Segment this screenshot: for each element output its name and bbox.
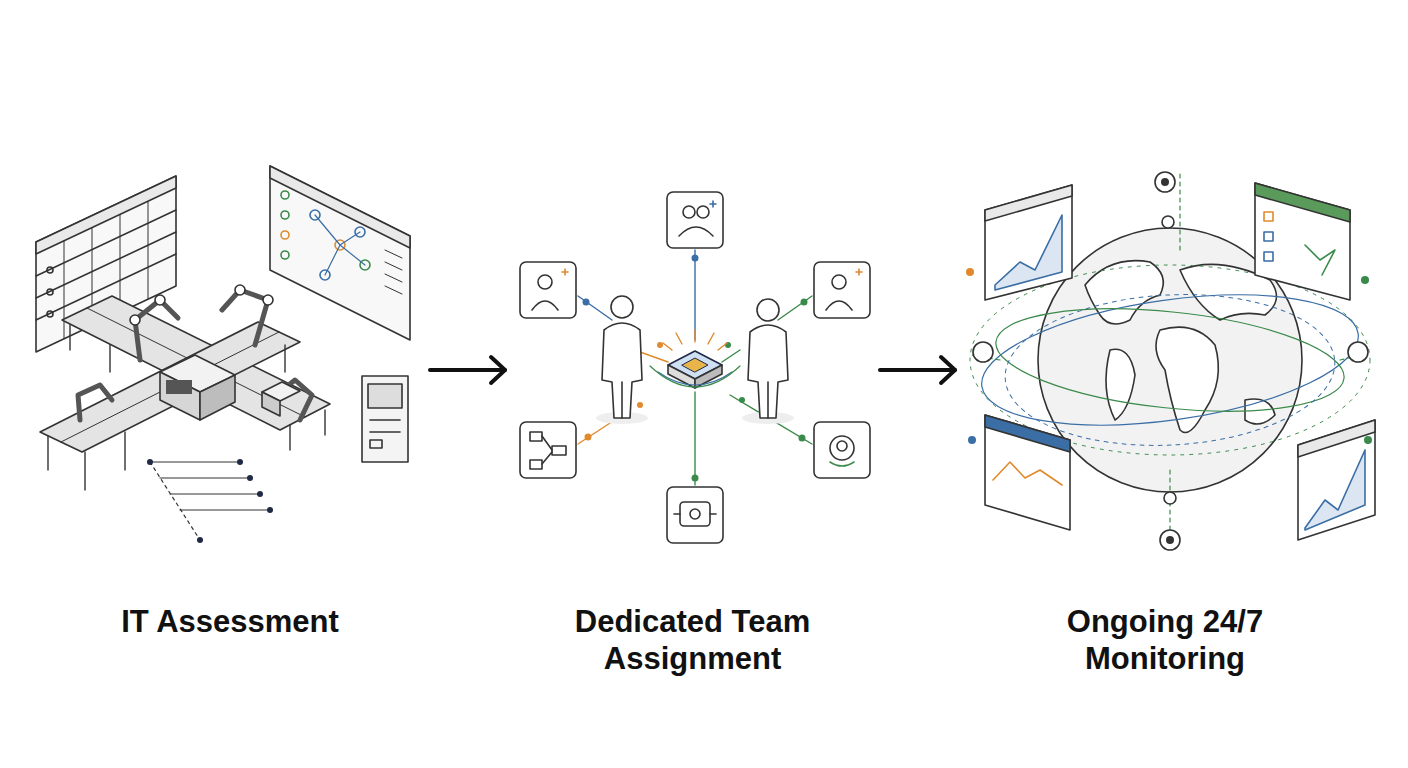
factory-illustration (36, 166, 410, 543)
team-illustration (520, 192, 870, 543)
globe-illustration (966, 170, 1375, 550)
stage-node: IT Assessment (30, 150, 430, 690)
stage-node: Ongoing 24/7 Monitoring (955, 150, 1375, 690)
stage-label: Dedicated Team Assignment (558, 603, 828, 677)
stage-label: IT Assessment (95, 603, 365, 640)
flow-arrow (430, 357, 505, 383)
stage-node: Dedicated Team Assignment (505, 150, 880, 690)
stage-label: Ongoing 24/7 Monitoring (1030, 603, 1300, 677)
flow-arrow (880, 357, 955, 383)
